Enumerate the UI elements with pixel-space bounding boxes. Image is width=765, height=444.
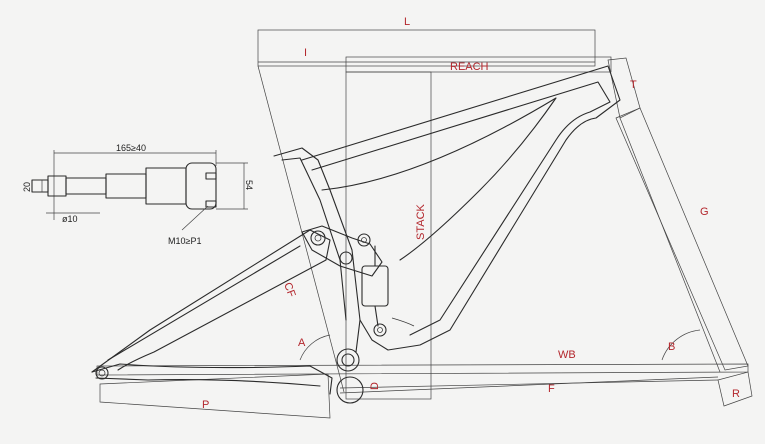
shock-thread-note: M10≥P1 — [168, 236, 201, 246]
fork-line-g — [615, 107, 749, 373]
label-cf: CF — [281, 281, 297, 299]
label-a: A — [298, 337, 306, 349]
shock-right-dim: 54 — [244, 180, 254, 190]
shock-shaft-dim: ø10 — [62, 214, 78, 224]
label-p: P — [202, 399, 209, 411]
label-l: L — [404, 16, 410, 28]
shock-left-dim: 20 — [22, 182, 32, 192]
label-b: B — [668, 341, 675, 353]
label-i: I — [304, 47, 307, 59]
dimension-box-reach — [345, 56, 612, 73]
label-reach: REACH — [450, 61, 489, 73]
label-d: D — [369, 382, 381, 390]
shock-detail-drawing — [31, 150, 248, 231]
label-stack: STACK — [415, 203, 427, 240]
rocker-link — [301, 225, 383, 277]
main-frame — [273, 65, 621, 404]
dimension-box-r — [717, 371, 753, 407]
label-r: R — [732, 388, 740, 400]
label-g: G — [700, 206, 709, 218]
angle-arc-b — [661, 329, 701, 361]
angle-arc-a — [299, 334, 331, 361]
shock-length-dim: 165≥40 — [116, 143, 146, 153]
label-f: F — [548, 383, 555, 395]
dimension-box-p — [99, 373, 331, 419]
seat-tube-angle-line — [257, 65, 345, 393]
wheelbase-band — [96, 363, 749, 376]
label-wb: WB — [558, 349, 576, 361]
label-t: T — [630, 79, 637, 91]
dimension-line-f — [339, 376, 719, 394]
rear-shock — [361, 245, 415, 337]
rear-triangle — [91, 229, 333, 395]
dimension-box-l — [257, 29, 596, 67]
